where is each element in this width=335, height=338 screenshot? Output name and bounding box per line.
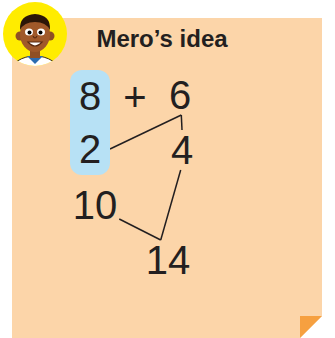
number-node: 6 — [167, 75, 193, 115]
plus-sign: + — [123, 77, 146, 117]
number-text: 10 — [73, 185, 118, 225]
number-text: 14 — [146, 240, 191, 280]
avatar-circle — [3, 2, 67, 66]
split-line — [181, 115, 183, 130]
number-text: 2 — [79, 129, 101, 169]
sticky-note: 82641014Mero’s idea+ — [12, 18, 322, 338]
number-node: 10 — [71, 185, 120, 225]
nose — [33, 36, 37, 38]
smile — [28, 42, 42, 46]
number-text: 4 — [171, 130, 193, 170]
note-background — [12, 18, 322, 338]
note-paper — [12, 18, 322, 338]
eye — [37, 29, 45, 36]
number-text: 8 — [79, 76, 101, 116]
split-line — [161, 170, 181, 240]
number-text: 6 — [169, 75, 191, 115]
number-node: 14 — [144, 240, 193, 280]
pupil — [39, 31, 43, 35]
number-node: 4 — [169, 130, 195, 170]
note-title: Mero’s idea — [96, 25, 227, 53]
connector-layer — [12, 18, 322, 338]
note-fold — [300, 316, 322, 338]
highlight-band: 82 — [70, 70, 110, 175]
split-line — [119, 219, 160, 240]
eye — [25, 29, 33, 36]
pupil — [28, 31, 32, 35]
split-line — [110, 115, 181, 149]
boy-avatar — [0, 0, 70, 68]
hair — [20, 14, 50, 30]
